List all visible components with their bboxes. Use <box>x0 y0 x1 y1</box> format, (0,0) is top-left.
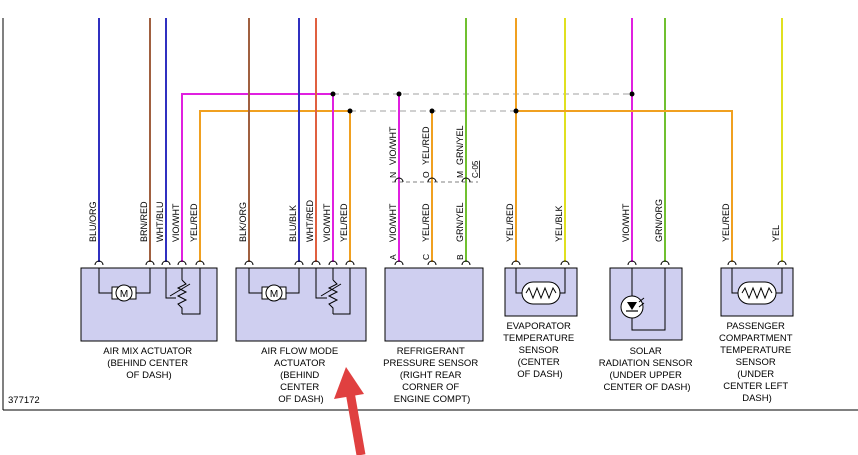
wire-label: WHT/BLU <box>155 202 165 243</box>
connector-pin-n <box>394 177 404 183</box>
pin-label: C <box>421 254 431 260</box>
wire-labels: BLU/ORG BRN/RED WHT/BLU VIO/WHT YEL/RED … <box>88 199 781 242</box>
wire-label: BLK/ORG <box>238 202 248 242</box>
component-label: AIR MIX ACTUATOR (BEHIND CENTER OF DASH) <box>103 346 195 381</box>
pin-label: M <box>455 171 465 178</box>
wire-label: WHT/RED <box>305 200 315 242</box>
wire-label: VIO/WHT <box>171 203 181 242</box>
wire-label: YEL/RED <box>421 203 431 242</box>
pin-label: O <box>421 171 431 178</box>
connector-id-label: C-05 <box>471 160 480 178</box>
refrigerant-pin-labels: A C B <box>388 254 465 260</box>
wire-label: YEL <box>771 225 781 242</box>
component-box <box>80 267 218 342</box>
component-box <box>384 267 484 342</box>
component-label: REFRIGERANT PRESSURE SENSOR (RIGHT REAR … <box>383 346 481 405</box>
wire-label: BRN/RED <box>139 201 149 242</box>
splice-dot <box>347 108 353 114</box>
component-label: PASSENGER COMPARTMENT TEMPERATURE SENSOR… <box>719 321 795 404</box>
evaporator-temperature-sensor: EVAPORATOR TEMPERATURE SENSOR (CENTER OF… <box>503 260 578 380</box>
wire-yel-red-passenger <box>516 110 733 262</box>
evaporator-wires <box>515 18 566 262</box>
component-box <box>235 267 367 342</box>
splice-dot <box>629 91 635 97</box>
pin-label: B <box>455 254 465 260</box>
motor-icon <box>265 284 283 302</box>
air-mix-wires <box>98 18 350 262</box>
passenger-wires <box>516 18 783 262</box>
wire-label: YEL/RED <box>721 203 731 242</box>
wire-label: YEL/RED <box>421 126 431 165</box>
splice-dot <box>513 108 519 114</box>
red-pointer-arrow <box>334 367 366 455</box>
wire-label: YEL/RED <box>505 203 515 242</box>
thermistor-icon <box>741 286 773 300</box>
wire-label: BLU/BLK <box>288 205 298 242</box>
figure-id: 377172 <box>8 395 40 406</box>
component-box <box>609 267 683 341</box>
pin-label: N <box>388 172 398 178</box>
splice-dots <box>330 91 635 114</box>
refrigerant-pressure-sensor: REFRIGERANT PRESSURE SENSOR (RIGHT REAR … <box>383 260 484 405</box>
svg-text:M: M <box>270 289 278 300</box>
passenger-compartment-temperature-sensor: PASSENGER COMPARTMENT TEMPERATURE SENSOR… <box>719 260 795 404</box>
svg-text:M: M <box>120 289 128 300</box>
refrigerant-wires <box>392 18 478 262</box>
component-label: SOLAR RADIATION SENSOR (UNDER UPPER CENT… <box>599 346 695 393</box>
splice-dot <box>330 91 336 97</box>
component-label: AIR FLOW MODE ACTUATOR (BEHIND CENTER OF… <box>261 346 341 405</box>
wire-label: GRN/ORG <box>654 199 664 242</box>
solar-wires <box>631 18 666 262</box>
wire-label: BLU/ORG <box>88 201 98 242</box>
air-mix-actuator: M AIR MIX ACTUATOR (BEHIND CENTER OF DAS… <box>80 260 218 381</box>
refrigerant-connector-labels: N VIO/WHT O YEL/RED M GRN/YEL C-05 <box>388 125 480 178</box>
solar-radiation-sensor: SOLAR RADIATION SENSOR (UNDER UPPER CENT… <box>599 260 695 393</box>
air-flow-wires <box>248 18 351 262</box>
wire-vio-wht-airmix <box>181 93 333 262</box>
component-label: EVAPORATOR TEMPERATURE SENSOR (CENTER OF… <box>503 321 577 380</box>
pin-label: A <box>388 254 398 260</box>
air-flow-mode-actuator: M AIR FLOW MODE ACTUATOR (BEHIND CENTER … <box>235 260 367 405</box>
motor-icon <box>115 284 133 302</box>
wire-label: YEL/RED <box>189 203 199 242</box>
wire-label: VIO/WHT <box>322 203 332 242</box>
connector-pin-m <box>461 177 471 183</box>
connector-pin-o <box>427 177 437 183</box>
wire-label: YEL/BLK <box>554 205 564 242</box>
wire-label: GRN/YEL <box>455 202 465 242</box>
thermistor-icon <box>525 286 557 300</box>
wire-label: GRN/YEL <box>455 125 465 165</box>
splice-dot <box>429 108 435 114</box>
wire-label: VIO/WHT <box>388 126 398 165</box>
wire-label: VIO/WHT <box>388 203 398 242</box>
wire-label: VIO/WHT <box>621 203 631 242</box>
splice-dot <box>396 91 402 97</box>
wire-label: YEL/RED <box>339 203 349 242</box>
